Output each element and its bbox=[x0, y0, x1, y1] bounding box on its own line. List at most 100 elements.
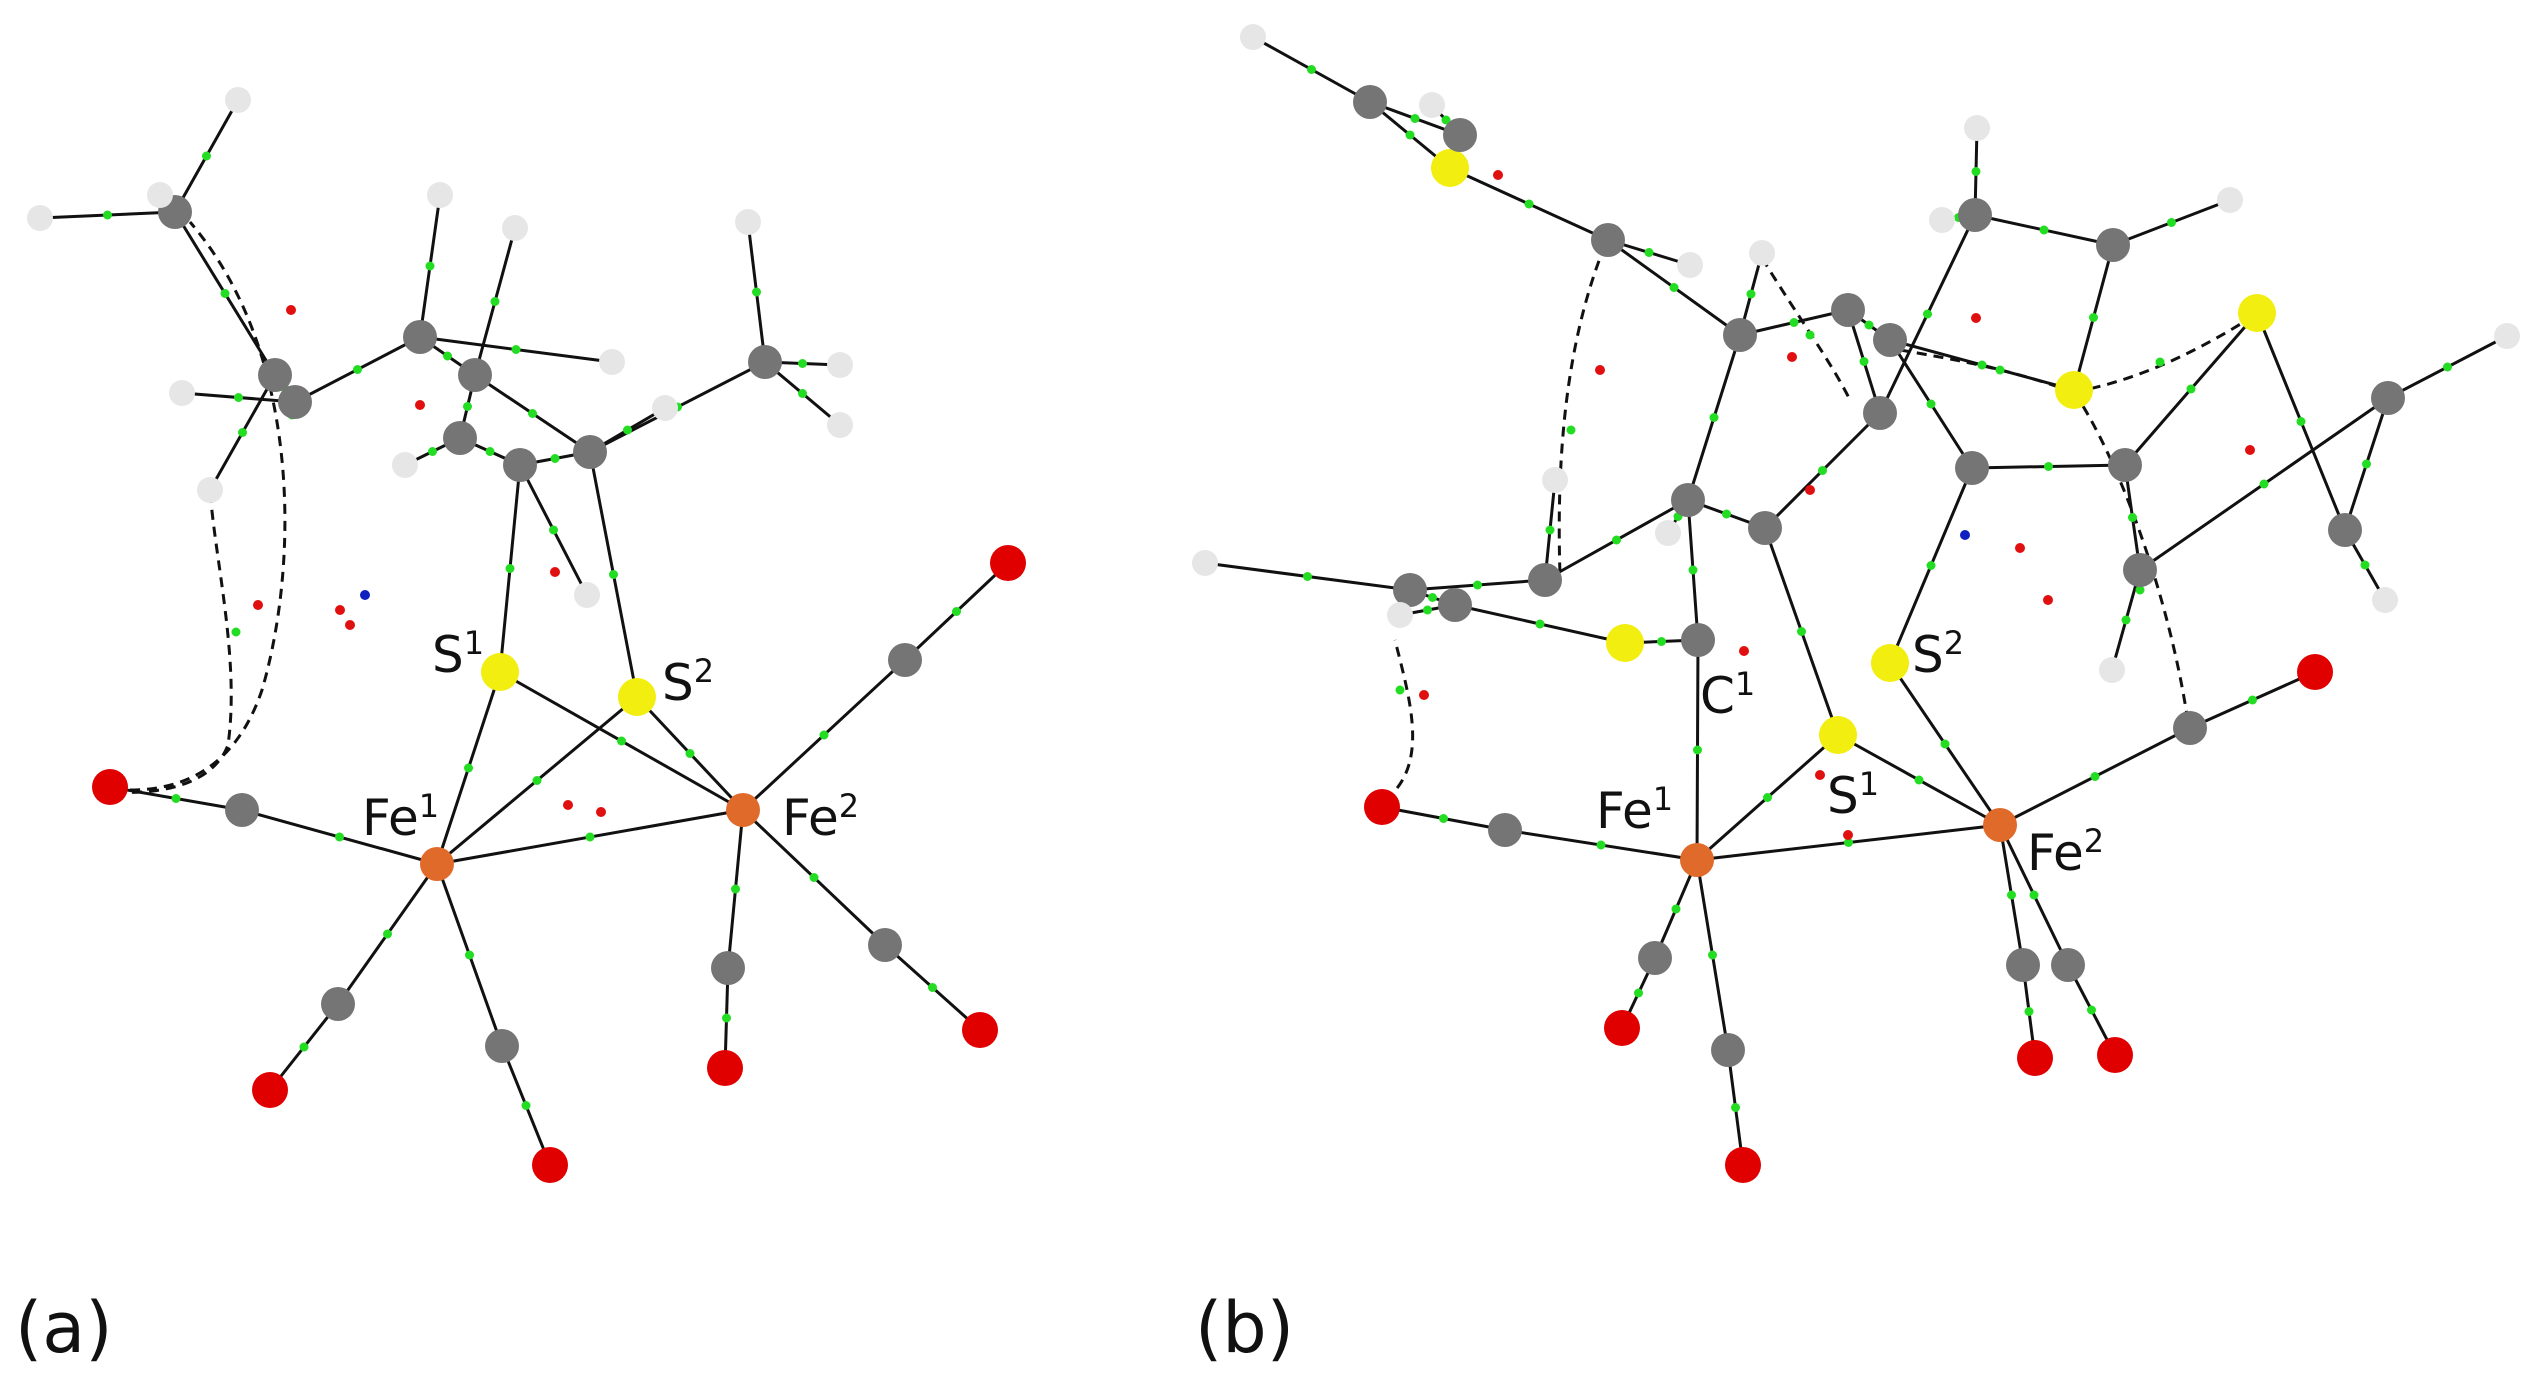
sulfur-atom bbox=[1431, 149, 1469, 187]
sulfur-atom bbox=[481, 653, 519, 691]
panel-a-bonds bbox=[38, 98, 1010, 1167]
oxygen-atom bbox=[990, 545, 1026, 581]
bond-critical-point bbox=[1722, 509, 1731, 519]
ring-critical-point bbox=[345, 620, 355, 630]
carbon-atom bbox=[2051, 948, 2085, 982]
bond-critical-point bbox=[2089, 313, 2098, 322]
bond-critical-point bbox=[1634, 988, 1643, 998]
panel-a-atoms bbox=[27, 87, 1026, 1183]
oxygen-atom bbox=[1364, 789, 1400, 825]
bond-critical-point bbox=[234, 393, 243, 402]
panel-a-label-fe2: Fe2 bbox=[782, 787, 859, 847]
bond-critical-point bbox=[722, 1013, 731, 1023]
bond-critical-point bbox=[1797, 627, 1806, 636]
oxygen-atom bbox=[2017, 1040, 2053, 1076]
noncovalent-bond-path bbox=[1557, 244, 1607, 576]
hydrogen-atom bbox=[1387, 602, 1413, 628]
carbon-atom bbox=[2006, 948, 2040, 982]
noncovalent-bond-path bbox=[1384, 639, 1415, 802]
bond-critical-point bbox=[1612, 535, 1621, 545]
hydrogen-atom bbox=[1419, 92, 1445, 118]
carbon-atom bbox=[258, 358, 292, 392]
bond-critical-point bbox=[1818, 466, 1827, 475]
bond-critical-point bbox=[928, 983, 937, 992]
bond-critical-point bbox=[505, 564, 515, 573]
bond-critical-point bbox=[1763, 793, 1772, 802]
bond-critical-point bbox=[1789, 318, 1799, 327]
bond-critical-point bbox=[1545, 525, 1555, 535]
ring-critical-point bbox=[596, 807, 606, 817]
carbon-atom bbox=[1711, 1033, 1745, 1067]
carbon-atom bbox=[1681, 623, 1715, 657]
carbon-atom bbox=[573, 435, 607, 469]
bond-critical-point bbox=[798, 389, 807, 398]
carbon-atom bbox=[1393, 573, 1427, 607]
bond-critical-point bbox=[2362, 459, 2371, 469]
carbon-atom bbox=[1528, 563, 1562, 597]
panel-a-label-s2: S2 bbox=[662, 652, 714, 712]
panel-b-atoms bbox=[1192, 24, 2520, 1183]
bond-critical-point bbox=[1657, 637, 1666, 646]
ring-critical-point bbox=[286, 305, 296, 315]
carbon-atom bbox=[2096, 228, 2130, 262]
bond-critical-point bbox=[464, 763, 473, 773]
iron-atom bbox=[726, 793, 760, 827]
panel-b-label-c1: C1 bbox=[1700, 665, 1755, 725]
bond-critical-point bbox=[353, 365, 362, 374]
bond-critical-point bbox=[2135, 585, 2145, 595]
bond-critical-point bbox=[1395, 685, 1405, 695]
carbon-atom bbox=[1831, 293, 1865, 327]
hydrogen-atom bbox=[1929, 207, 1955, 233]
bond-critical-point bbox=[1596, 840, 1606, 850]
iron-atom bbox=[420, 847, 454, 881]
oxygen-atom bbox=[962, 1012, 998, 1048]
bond-critical-point bbox=[2024, 1007, 2034, 1016]
bond-critical-point bbox=[1307, 65, 1316, 74]
hydrogen-atom bbox=[147, 182, 173, 208]
bond-critical-point bbox=[809, 873, 819, 882]
bond-critical-point bbox=[1923, 309, 1932, 319]
bond-critical-point bbox=[299, 1042, 309, 1052]
bond-critical-point bbox=[1746, 289, 1756, 299]
bond-critical-point bbox=[585, 832, 595, 842]
bond-critical-point bbox=[1303, 572, 1312, 581]
carbon-atom bbox=[868, 928, 902, 962]
bond-critical-point bbox=[1995, 365, 2005, 375]
carbon-atom bbox=[1748, 511, 1782, 545]
bond-critical-point bbox=[1428, 593, 1437, 602]
carbon-atom bbox=[321, 987, 355, 1021]
bond-critical-point bbox=[220, 289, 230, 298]
bond-critical-point bbox=[2029, 890, 2039, 900]
bond-critical-point bbox=[428, 447, 437, 456]
hydrogen-atom bbox=[2099, 657, 2125, 683]
panel-b-critical-points bbox=[1303, 65, 2452, 1112]
ring-critical-point bbox=[2043, 595, 2053, 605]
bond-critical-point bbox=[1669, 283, 1679, 292]
noncovalent-bond-path bbox=[2073, 313, 2256, 394]
carbon-atom bbox=[1438, 588, 1472, 622]
oxygen-atom bbox=[252, 1072, 288, 1108]
oxygen-atom bbox=[2097, 1037, 2133, 1073]
bond-critical-point bbox=[1688, 565, 1698, 575]
bond-critical-point bbox=[238, 428, 247, 437]
bond-critical-point bbox=[425, 261, 435, 271]
hydrogen-atom bbox=[2494, 323, 2520, 349]
bond-critical-point bbox=[1410, 114, 1420, 123]
ring-critical-point bbox=[550, 567, 560, 577]
carbon-atom bbox=[443, 421, 477, 455]
bond-critical-point bbox=[798, 359, 807, 368]
oxygen-atom bbox=[707, 1050, 743, 1086]
panel-a-critical-points bbox=[103, 151, 961, 1110]
bond-critical-point bbox=[1926, 399, 1936, 409]
carbon-atom bbox=[1488, 813, 1522, 847]
bond-critical-point bbox=[1473, 580, 1482, 590]
bond-critical-point bbox=[2443, 362, 2452, 372]
panel-a-label-s1: S1 bbox=[432, 624, 484, 684]
bond-critical-point bbox=[443, 351, 452, 361]
bond-critical-point bbox=[2167, 218, 2176, 227]
cage-critical-point bbox=[1960, 530, 1970, 540]
ring-critical-point bbox=[1843, 830, 1853, 840]
ring-critical-point bbox=[1595, 365, 1605, 375]
bond-critical-point bbox=[2360, 560, 2370, 570]
bond-critical-point bbox=[1423, 605, 1432, 615]
